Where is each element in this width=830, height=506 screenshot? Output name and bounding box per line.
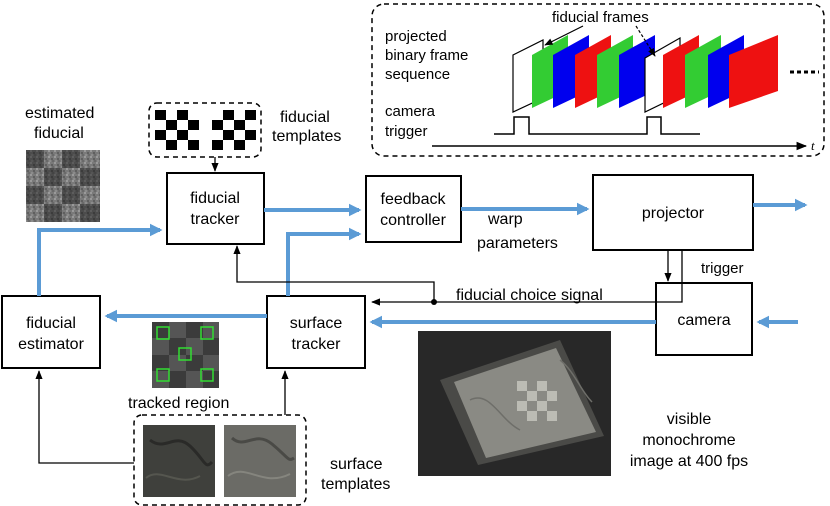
fiducial-tracker-label-2: tracker — [191, 211, 241, 228]
estimated-fiducial-label-2: fiducial — [34, 125, 84, 142]
warp-parameters-label-1: warp — [487, 211, 523, 228]
fiducial-estimator-label-2: estimator — [18, 336, 84, 353]
fiducial-choice-signal-line — [371, 250, 683, 306]
surface-tracker-label-1: surface — [290, 315, 343, 332]
fiducial-frames-arrow-1 — [544, 25, 584, 46]
control-signal-lines — [35, 245, 683, 464]
fiducial-tracker-block — [166, 172, 265, 245]
projector-block — [592, 174, 754, 251]
fiducial-estimator-block — [1, 295, 101, 369]
fiducial-tracker-label-1: fiducial — [190, 190, 240, 207]
time-axis-label: t — [811, 138, 815, 153]
estimator-to-tracker-arrow — [37, 223, 163, 296]
fiducial-template-1 — [155, 110, 199, 150]
timing-panel: projected binary frame sequence camera t… — [371, 3, 825, 157]
surface-templates-label-1: surface — [330, 456, 383, 473]
camera-image — [418, 331, 611, 476]
feedback-controller-label-1: feedback — [381, 191, 447, 208]
projected-sequence-label-2: binary frame — [385, 47, 468, 64]
frame-sequence — [512, 35, 819, 113]
estimated-fiducial-image — [26, 150, 100, 222]
fiducial-frames-label: fiducial frames — [552, 9, 649, 26]
choice-to-tracker-line — [233, 245, 435, 302]
feedback-controller-label-2: controller — [380, 212, 446, 229]
surface-templates-group — [133, 414, 307, 506]
surface-template-2 — [224, 425, 296, 497]
fiducial-estimator-label-1: fiducial — [26, 315, 76, 332]
tracked-region-image — [152, 322, 219, 388]
surface-templates-label-2: templates — [321, 476, 390, 493]
surface-tracker-block — [266, 295, 366, 369]
data-flow-arrows — [37, 198, 808, 329]
fiducial-templates-group: fiducial templates — [148, 102, 341, 158]
fiducial-templates-label-2: templates — [272, 128, 341, 145]
visible-image-label-3: image at 400 fps — [630, 453, 748, 470]
fiducial-frames-arrow-2 — [635, 25, 656, 57]
surface-tracker-label-2: tracker — [292, 336, 342, 353]
junction-dot — [431, 299, 437, 305]
feedback-controller-block — [365, 175, 462, 243]
camera-label: camera — [677, 312, 730, 329]
camera-block — [655, 282, 753, 356]
visible-image-label-2: monochrome — [642, 432, 735, 449]
visible-image-label-1: visible — [667, 411, 712, 428]
frame-red-3 — [729, 35, 778, 108]
projected-sequence-label-1: projected — [385, 28, 447, 45]
surface-to-controller-arrow — [286, 227, 362, 296]
camera-trigger-label-2: trigger — [385, 123, 428, 140]
fiducial-choice-signal-label: fiducial choice signal — [456, 287, 603, 304]
fiducial-template-2 — [212, 110, 256, 150]
warp-parameters-label-2: parameters — [477, 235, 558, 252]
trigger-label: trigger — [701, 260, 744, 277]
templates-to-estimator-line — [35, 370, 134, 464]
camera-trigger-label-1: camera — [385, 103, 436, 120]
surface-template-1 — [143, 425, 215, 497]
projector-label: projector — [642, 205, 705, 222]
trigger-waveform — [494, 116, 700, 135]
tracked-region-label: tracked region — [128, 395, 229, 412]
estimated-fiducial-label-1: estimated — [25, 105, 94, 122]
projected-sequence-label-3: sequence — [385, 66, 450, 83]
fiducial-templates-label-1: fiducial — [280, 109, 330, 126]
